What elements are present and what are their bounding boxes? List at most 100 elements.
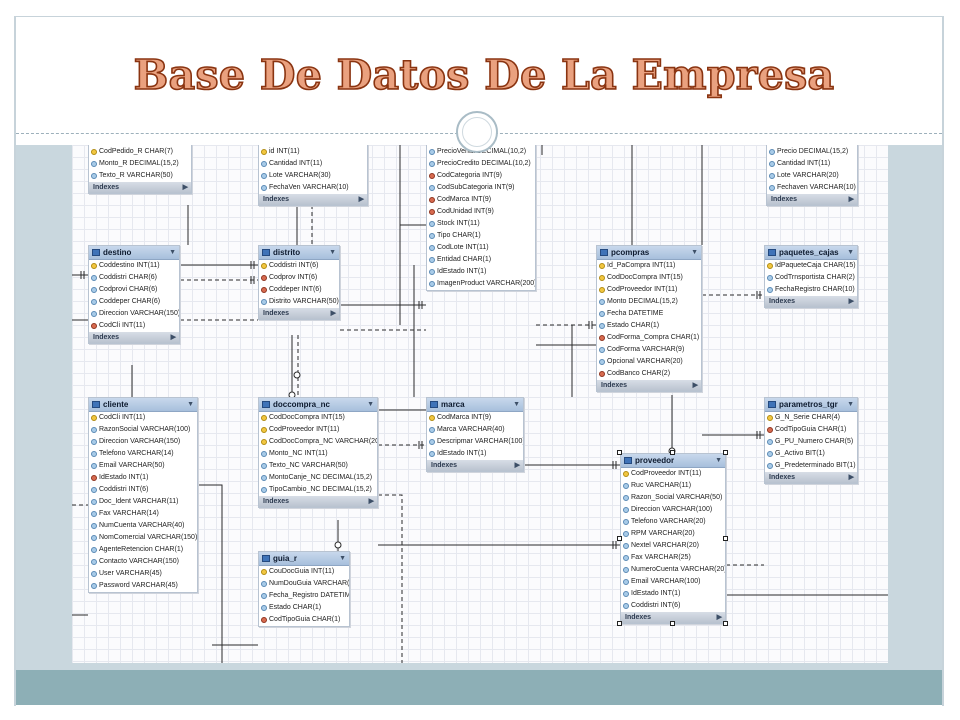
expand-arrow-icon[interactable]: ▶ <box>848 474 854 481</box>
table-header[interactable]: marca▼ <box>427 398 523 412</box>
table-column[interactable]: Cantidad INT(11) <box>767 158 857 170</box>
expand-arrow-icon[interactable]: ▶ <box>358 196 364 203</box>
table-column[interactable]: CouDocGuia INT(11) <box>259 566 349 578</box>
table-column[interactable]: Precio DECIMAL(15,2) <box>767 146 857 158</box>
indexes-bar[interactable]: Indexes▶ <box>259 194 367 205</box>
collapse-arrow-icon[interactable]: ▼ <box>715 457 722 464</box>
table-parametros-tgr[interactable]: parametros_tgr▼G_N_Serie CHAR(4)CodTipoG… <box>764 397 858 484</box>
table-column[interactable]: Direccion VARCHAR(100) <box>621 504 725 516</box>
table-column[interactable]: CodMarca INT(9) <box>427 194 535 206</box>
table-column[interactable]: CodTipoGuia CHAR(1) <box>259 614 349 626</box>
table-column[interactable]: Fechaven VARCHAR(10) <box>767 182 857 194</box>
expand-arrow-icon[interactable]: ▶ <box>170 334 176 341</box>
table-column[interactable]: Distrito VARCHAR(50) <box>259 296 339 308</box>
table-cliente[interactable]: cliente▼CodCli INT(11)RazonSocial VARCHA… <box>88 397 198 593</box>
table-column[interactable]: CodDocCompra INT(15) <box>597 272 701 284</box>
table-column[interactable]: CodProveedor INT(11) <box>597 284 701 296</box>
table-distrito[interactable]: distrito▼Coddistri INT(6)Codprov INT(6)C… <box>258 245 340 320</box>
table-header[interactable]: pcompras▼ <box>597 246 701 260</box>
table-paquetes-cajas[interactable]: paquetes_cajas▼IdPaqueteCaja CHAR(15)Cod… <box>764 245 858 308</box>
table-column[interactable]: CodForma VARCHAR(9) <box>597 344 701 356</box>
table-column[interactable]: Lote VARCHAR(30) <box>259 170 367 182</box>
table-column[interactable]: NomComercial VARCHAR(150) <box>89 532 197 544</box>
collapse-arrow-icon[interactable]: ▼ <box>367 401 374 408</box>
table-column[interactable]: Contacto VARCHAR(150) <box>89 556 197 568</box>
table-column[interactable]: Nextel VARCHAR(20) <box>621 540 725 552</box>
indexes-bar[interactable]: Indexes▶ <box>89 182 191 193</box>
table-header[interactable]: paquetes_cajas▼ <box>765 246 857 260</box>
indexes-bar[interactable]: Indexes▶ <box>89 332 179 343</box>
table-column[interactable]: CodProveedor INT(11) <box>259 424 377 436</box>
table-column[interactable]: CodCli INT(11) <box>89 320 179 332</box>
table-column[interactable]: Fax VARCHAR(14) <box>89 508 197 520</box>
table-column[interactable]: User VARCHAR(45) <box>89 568 197 580</box>
table-lote2[interactable]: id VARCHAR(15)Precio DECIMAL(15,2)Cantid… <box>766 145 858 206</box>
table-header[interactable]: doccompra_nc▼ <box>259 398 377 412</box>
selection-handle[interactable] <box>723 621 728 626</box>
indexes-bar[interactable]: Indexes▶ <box>767 194 857 205</box>
indexes-bar[interactable]: Indexes▶ <box>259 496 377 507</box>
table-column[interactable]: RazonSocial VARCHAR(100) <box>89 424 197 436</box>
table-column[interactable]: Doc_Ident VARCHAR(11) <box>89 496 197 508</box>
selection-handle[interactable] <box>617 621 622 626</box>
selection-handle[interactable] <box>670 621 675 626</box>
table-column[interactable]: Cantidad INT(11) <box>259 158 367 170</box>
selection-handle[interactable] <box>617 450 622 455</box>
table-column[interactable]: Marca VARCHAR(40) <box>427 424 523 436</box>
table-column[interactable]: Ruc VARCHAR(11) <box>621 480 725 492</box>
table-header[interactable]: cliente▼ <box>89 398 197 412</box>
table-column[interactable]: Monto_NC INT(11) <box>259 448 377 460</box>
expand-arrow-icon[interactable]: ▶ <box>368 498 374 505</box>
table-column[interactable]: Tipo CHAR(1) <box>427 230 535 242</box>
table-proveedor[interactable]: proveedor▼CodProveedor INT(11)Ruc VARCHA… <box>620 453 726 624</box>
table-column[interactable]: Monto_R DECIMAL(15,2) <box>89 158 191 170</box>
indexes-bar[interactable]: Indexes▶ <box>765 296 857 307</box>
table-column[interactable]: IdPaqueteCaja CHAR(15) <box>765 260 857 272</box>
table-column[interactable]: Coddistri INT(6) <box>89 484 197 496</box>
table-column[interactable]: Fecha DATETIME <box>597 308 701 320</box>
table-column[interactable]: Direccion VARCHAR(150) <box>89 436 197 448</box>
table-column[interactable]: Coddistri INT(6) <box>621 600 725 612</box>
selection-handle[interactable] <box>723 535 728 541</box>
expand-arrow-icon[interactable]: ▶ <box>514 462 520 469</box>
indexes-bar[interactable]: Indexes▶ <box>259 308 339 319</box>
table-column[interactable]: Monto DECIMAL(15,2) <box>597 296 701 308</box>
table-column[interactable]: Email VARCHAR(50) <box>89 460 197 472</box>
collapse-arrow-icon[interactable]: ▼ <box>187 401 194 408</box>
selection-handle[interactable] <box>617 535 622 541</box>
table-column[interactable]: G_Activo BIT(1) <box>765 448 857 460</box>
table-column[interactable]: CodUnidad INT(9) <box>427 206 535 218</box>
table-column[interactable]: CodTrnsportista CHAR(2) <box>765 272 857 284</box>
table-column[interactable]: RPM VARCHAR(20) <box>621 528 725 540</box>
table-column[interactable]: CodCli INT(11) <box>89 412 197 424</box>
table-column[interactable]: CodTipoGuia CHAR(1) <box>765 424 857 436</box>
table-column[interactable]: CodDocCompra_NC VARCHAR(20) <box>259 436 377 448</box>
table-column[interactable]: ImagenProduct VARCHAR(200) <box>427 278 535 290</box>
table-column[interactable]: Opcional VARCHAR(20) <box>597 356 701 368</box>
table-header[interactable]: destino▼ <box>89 246 179 260</box>
table-column[interactable]: Razon_Social VARCHAR(50) <box>621 492 725 504</box>
table-marca[interactable]: marca▼CodMarca INT(9)Marca VARCHAR(40)De… <box>426 397 524 472</box>
table-column[interactable]: Codprovi CHAR(6) <box>89 284 179 296</box>
indexes-bar[interactable]: Indexes▶ <box>597 380 701 391</box>
indexes-bar[interactable]: Indexes▶ <box>765 472 857 483</box>
table-column[interactable]: IdEstado INT(1) <box>427 448 523 460</box>
table-column[interactable]: Direccion VARCHAR(150) <box>89 308 179 320</box>
table-header[interactable]: proveedor▼ <box>621 454 725 468</box>
table-column[interactable]: IdEstado INT(1) <box>427 266 535 278</box>
table-column[interactable]: FechaVen VARCHAR(10) <box>259 182 367 194</box>
table-column[interactable]: Telefono VARCHAR(14) <box>89 448 197 460</box>
table-column[interactable]: CodDocCompra INT(15) <box>259 412 377 424</box>
table-column[interactable]: Coddeper CHAR(6) <box>89 296 179 308</box>
expand-arrow-icon[interactable]: ▶ <box>848 196 854 203</box>
table-column[interactable]: CodCategoria INT(9) <box>427 170 535 182</box>
collapse-arrow-icon[interactable]: ▼ <box>513 401 520 408</box>
table-column[interactable]: PrecioCredito DECIMAL(10,2) <box>427 158 535 170</box>
indexes-bar[interactable]: Indexes▶ <box>621 612 725 623</box>
table-column[interactable]: AgenteRetencion CHAR(1) <box>89 544 197 556</box>
table-column[interactable]: IdEstado INT(1) <box>89 472 197 484</box>
expand-arrow-icon[interactable]: ▶ <box>692 382 698 389</box>
collapse-arrow-icon[interactable]: ▼ <box>169 249 176 256</box>
table-column[interactable]: Codprov INT(6) <box>259 272 339 284</box>
table-column[interactable]: Lote VARCHAR(20) <box>767 170 857 182</box>
